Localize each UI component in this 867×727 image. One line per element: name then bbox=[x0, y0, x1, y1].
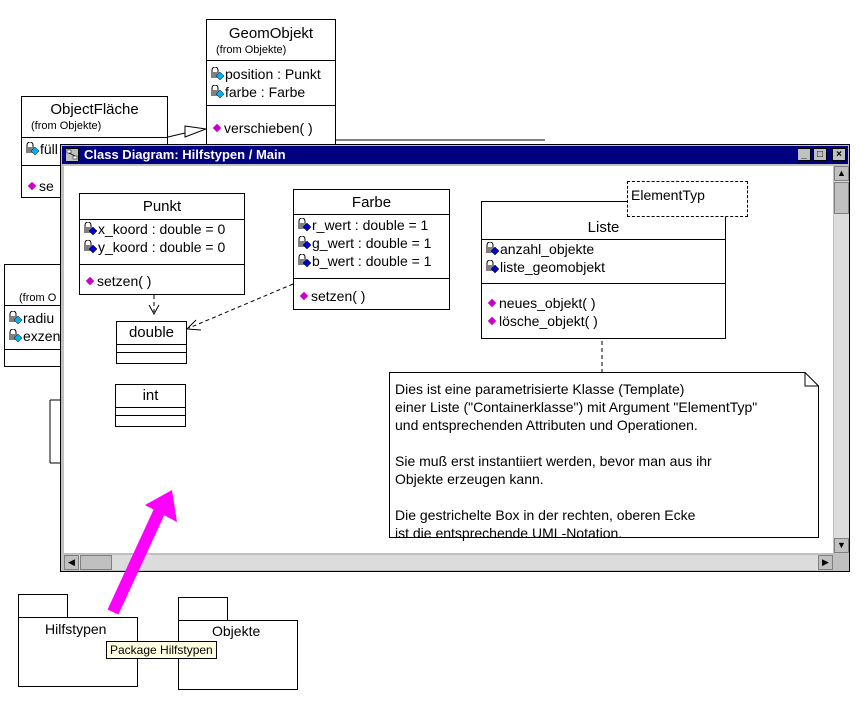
operation-row: se bbox=[25, 177, 54, 195]
class-from: (from O bbox=[19, 292, 57, 304]
lock-attribute-icon bbox=[211, 85, 224, 99]
diagram-connectors bbox=[148, 274, 603, 372]
attribute-row: radiu bbox=[8, 309, 54, 327]
scroll-right-button[interactable]: ▶ bbox=[818, 555, 833, 570]
operation-row: verschieben( ) bbox=[210, 119, 313, 137]
horizontal-scroll-thumb[interactable] bbox=[80, 555, 112, 570]
lock-attribute-icon bbox=[9, 329, 22, 343]
scrollbar-corner bbox=[834, 555, 849, 570]
liste-class[interactable]: Liste anzahl_objekte liste_geomobjekt ne… bbox=[481, 201, 726, 339]
note-text: Dies ist eine parametrisierte Klasse (Te… bbox=[395, 381, 758, 541]
class-name: double bbox=[128, 324, 175, 341]
vertical-scrollbar[interactable]: ▲ ▼ bbox=[834, 166, 849, 553]
lock-attribute-icon bbox=[84, 222, 97, 236]
class-from: (from Objekte) bbox=[31, 120, 102, 132]
scroll-left-button[interactable]: ◀ bbox=[64, 555, 79, 570]
package-name: Objekte bbox=[212, 623, 261, 639]
lock-attribute-icon bbox=[298, 254, 311, 268]
class-name: int bbox=[142, 387, 159, 404]
double-class[interactable]: double bbox=[116, 321, 187, 364]
window-title: Class Diagram: Hilfstypen / Main bbox=[84, 147, 286, 162]
class-name: Punkt bbox=[142, 198, 182, 215]
farbe-class[interactable]: Farbe r_wert : double = 1 g_wert : doubl… bbox=[293, 189, 450, 310]
operation-row: setzen( ) bbox=[83, 272, 151, 290]
partial-class[interactable]: (from O radiu exzen bbox=[4, 264, 64, 367]
attribute-row: r_wert : double = 1 bbox=[297, 216, 428, 234]
package-tooltip: Package Hilfstypen bbox=[106, 641, 217, 659]
note[interactable]: Dies ist eine parametrisierte Klasse (Te… bbox=[389, 372, 819, 541]
operation-row: lösche_objekt( ) bbox=[485, 312, 598, 330]
operation-row: setzen( ) bbox=[297, 287, 365, 305]
class-name: GeomObjekt bbox=[228, 25, 314, 42]
attribute-row: exzen bbox=[8, 327, 60, 345]
class-from: (from Objekte) bbox=[216, 44, 287, 56]
attribute-row: position : Punkt bbox=[210, 65, 321, 83]
attribute-row: anzahl_objekte bbox=[485, 240, 594, 258]
lock-attribute-icon bbox=[486, 260, 499, 274]
attribute-row: b_wert : double = 1 bbox=[297, 252, 431, 270]
lock-attribute-icon bbox=[298, 236, 311, 250]
class-name: Liste bbox=[587, 219, 620, 236]
diagram-window-icon bbox=[65, 148, 79, 162]
horizontal-scrollbar[interactable]: ◀ ▶ bbox=[64, 555, 833, 570]
maximize-button[interactable]: □ bbox=[813, 148, 827, 161]
attribute-row: x_koord : double = 0 bbox=[83, 220, 225, 238]
minimize-button[interactable]: _ bbox=[797, 148, 811, 161]
class-diagram-window[interactable]: Class Diagram: Hilfstypen / Main _ □ × P… bbox=[60, 144, 850, 572]
diagram-canvas[interactable]: Punkt x_koord : double = 0 y_koord : dou… bbox=[64, 166, 833, 553]
lock-attribute-icon bbox=[298, 218, 311, 232]
attribute-row: liste_geomobjekt bbox=[485, 258, 605, 276]
lock-attribute-icon bbox=[486, 242, 499, 256]
vertical-scroll-thumb[interactable] bbox=[834, 182, 849, 214]
lock-attribute-icon bbox=[9, 311, 22, 325]
package-objekte[interactable]: Objekte bbox=[178, 620, 298, 690]
package-name: Hilfstypen bbox=[45, 621, 107, 637]
class-name: ObjectFläche bbox=[50, 101, 139, 118]
attribute-row: g_wert : double = 1 bbox=[297, 234, 431, 252]
template-parameter-name: ElementTyp bbox=[631, 187, 705, 203]
class-name: Farbe bbox=[351, 194, 392, 211]
close-button[interactable]: × bbox=[832, 148, 846, 161]
note-shape bbox=[389, 372, 819, 538]
operation-row: neues_objekt( ) bbox=[485, 294, 596, 312]
int-class[interactable]: int bbox=[115, 384, 186, 427]
attribute-row: y_koord : double = 0 bbox=[83, 238, 225, 256]
attribute-row: füll bbox=[25, 140, 58, 158]
template-parameter-box[interactable]: ElementTyp bbox=[627, 181, 748, 217]
punkt-class[interactable]: Punkt x_koord : double = 0 y_koord : dou… bbox=[79, 193, 245, 295]
window-titlebar[interactable]: Class Diagram: Hilfstypen / Main _ □ × bbox=[62, 146, 848, 164]
scroll-up-button[interactable]: ▲ bbox=[834, 166, 849, 181]
lock-attribute-icon bbox=[211, 67, 224, 81]
scroll-down-button[interactable]: ▼ bbox=[834, 538, 849, 553]
lock-attribute-icon bbox=[26, 142, 39, 156]
attribute-row: farbe : Farbe bbox=[210, 83, 305, 101]
lock-attribute-icon bbox=[84, 240, 97, 254]
package-tab bbox=[178, 597, 228, 621]
